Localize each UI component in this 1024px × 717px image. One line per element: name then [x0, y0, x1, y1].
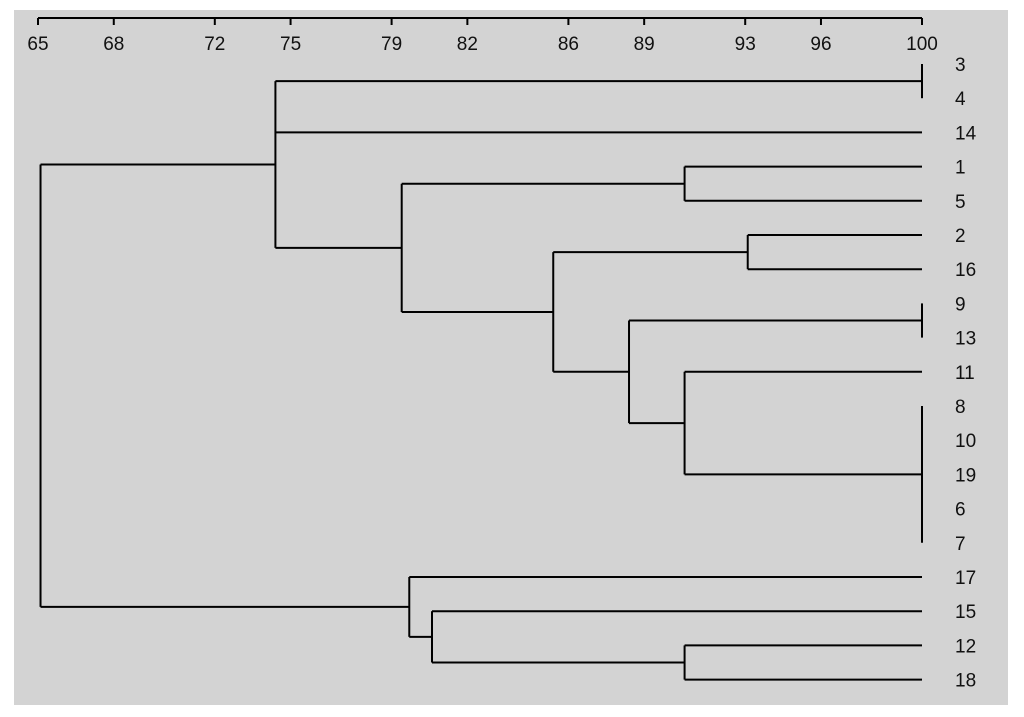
axis-tick-label: 75: [280, 34, 301, 55]
axis-tick-label: 68: [103, 34, 124, 55]
leaf-label: 10: [955, 431, 976, 452]
axis-tick-label: 96: [810, 34, 831, 55]
dendrogram-panel: [14, 10, 1008, 705]
axis-tick-label: 82: [457, 34, 478, 55]
leaf-label: 15: [955, 602, 976, 623]
leaf-label: 11: [955, 363, 975, 384]
leaf-label: 4: [955, 89, 966, 110]
axis-tick-label: 72: [204, 34, 225, 55]
leaf-label: 1: [955, 158, 966, 179]
leaf-label: 18: [955, 671, 976, 692]
leaf-label: 2: [955, 226, 966, 247]
leaf-label: 17: [955, 568, 976, 589]
leaf-label: 13: [955, 329, 976, 350]
leaf-label: 14: [955, 123, 977, 144]
axis-tick-label: 89: [634, 34, 655, 55]
leaf-label: 6: [955, 500, 966, 521]
axis-tick-label: 79: [381, 34, 402, 55]
leaf-label: 9: [955, 294, 966, 315]
leaf-label: 16: [955, 260, 976, 281]
leaf-label: 8: [955, 397, 966, 418]
leaf-label: 3: [955, 55, 966, 76]
axis-tick-label: 100: [906, 34, 938, 55]
leaf-label: 7: [955, 534, 966, 555]
axis-tick-label: 65: [27, 34, 48, 55]
leaf-label: 12: [955, 636, 976, 657]
axis-tick-label: 86: [558, 34, 579, 55]
leaf-label: 5: [955, 192, 966, 213]
axis-tick-label: 93: [735, 34, 756, 55]
leaf-label: 19: [955, 465, 976, 486]
